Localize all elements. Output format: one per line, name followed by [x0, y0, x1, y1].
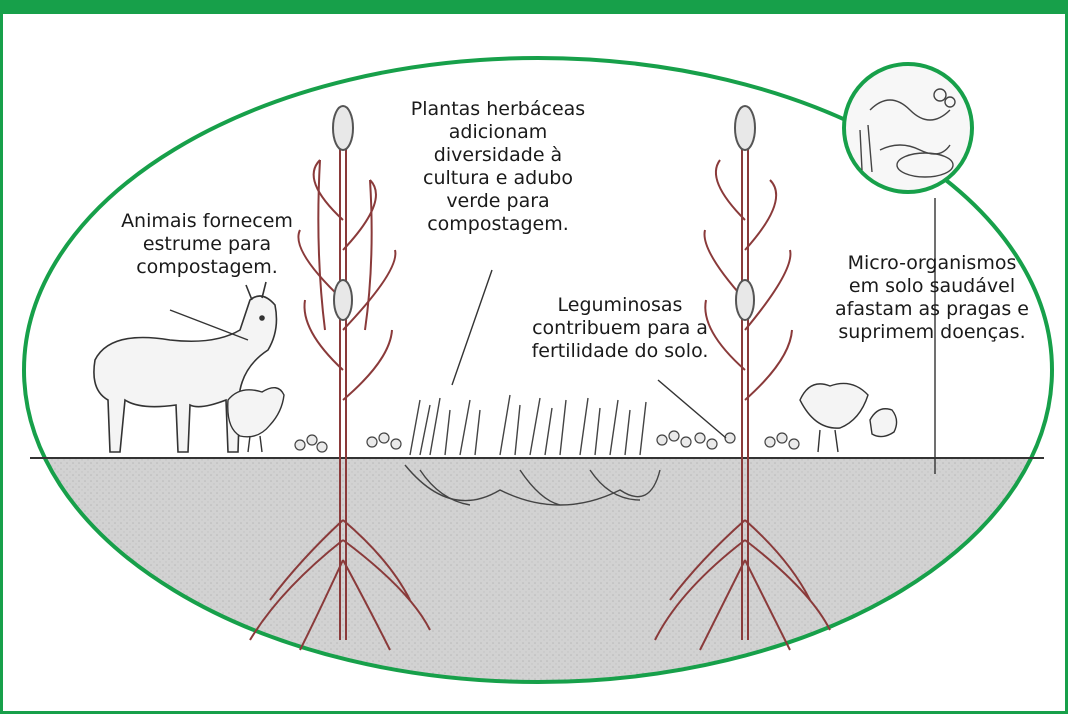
microbes-label: Micro-organismos em solo saudável afasta…: [835, 252, 1029, 343]
chickens-right-illustration: [799, 382, 898, 453]
animals-leader-line: [169, 309, 249, 341]
herbs-label: Plantas herbáceas adicionam diversidade …: [410, 98, 586, 235]
top-banner: [0, 0, 1068, 14]
legume-plants: [294, 430, 800, 453]
scene-oval: [22, 56, 1054, 684]
maize-plant-left: [249, 105, 431, 651]
herbs-leader-line: [451, 269, 493, 386]
legumes-leader-line: [657, 379, 727, 439]
microorganism-inset: [842, 62, 974, 194]
chicken-left-illustration: [227, 387, 285, 453]
legumes-label: Leguminosas contribuem para a fertilidad…: [531, 294, 709, 362]
maize-plant-right: [654, 105, 831, 651]
animals-label: Animais fornecem estrume para compostage…: [121, 210, 293, 278]
herbaceous-plants: [404, 394, 661, 506]
